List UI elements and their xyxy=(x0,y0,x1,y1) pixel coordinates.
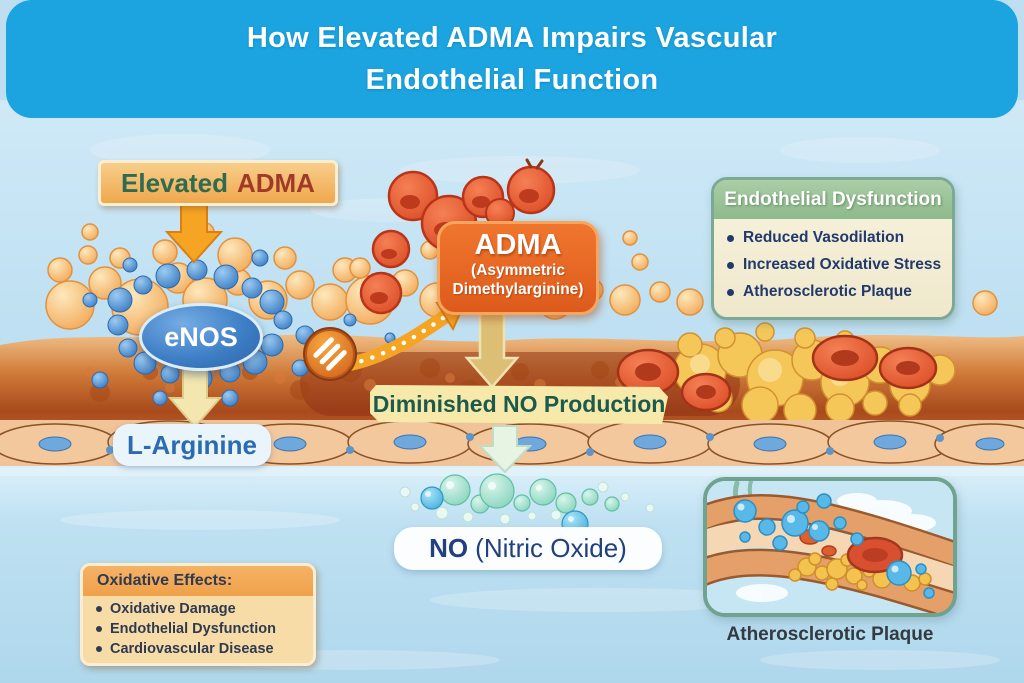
bullet-dot xyxy=(727,288,734,296)
no-label: NO (Nitric Oxide) xyxy=(394,527,662,570)
arrow-elevated-down xyxy=(164,202,224,264)
list-item-label: Cardiovascular Disease xyxy=(110,641,274,657)
elevated-adma-label: Elevated ADMA xyxy=(98,160,338,206)
adma-box-title: ADMA xyxy=(474,229,562,261)
bullet-dot xyxy=(96,606,102,612)
oxidative-effects-panel: Oxidative Effects: Oxidative Damage Endo… xyxy=(80,563,316,666)
no-fullname: (Nitric Oxide) xyxy=(475,533,627,563)
inhibition-icon xyxy=(303,327,357,381)
list-item: Oxidative Damage xyxy=(96,601,307,617)
list-item: Reduced Vasodilation xyxy=(727,229,944,247)
bullet-dot xyxy=(96,646,102,652)
atherosclerotic-plaque-label: Atherosclerotic Plaque xyxy=(726,624,934,645)
no-bubbles xyxy=(399,473,655,538)
list-item-label: Endothelial Dysfunction xyxy=(110,621,276,637)
list-item-label: Atherosclerotic Plaque xyxy=(743,283,912,300)
adma-box: ADMA (Asymmetric Dimethylarginine) xyxy=(437,221,599,315)
list-item: Atherosclerotic Plaque xyxy=(727,283,944,301)
atherosclerotic-plaque-figure xyxy=(703,477,957,617)
oxidative-effects-list: Oxidative Damage Endothelial Dysfunction… xyxy=(83,596,313,657)
bullet-dot xyxy=(727,234,734,242)
list-item-label: Oxidative Damage xyxy=(110,601,236,617)
no-abbrev: NO xyxy=(429,533,469,563)
plaque-mini-illustration xyxy=(707,481,953,613)
endothelial-dysfunction-title: Endothelial Dysfunction xyxy=(714,180,952,219)
diminished-no-banner: Diminished NO Production xyxy=(370,385,668,424)
adma-box-subtitle-1: (Asymmetric xyxy=(471,262,565,279)
title-line-1: How Elevated ADMA Impairs Vascular xyxy=(246,22,778,54)
adma-box-subtitle-2: Dimethylarginine) xyxy=(452,281,584,298)
enos-label: eNOS xyxy=(139,303,263,371)
title-banner: How Elevated ADMA Impairs Vascular Endot… xyxy=(6,0,1018,118)
enos-bubbles xyxy=(82,249,396,407)
oxidative-effects-title: Oxidative Effects: xyxy=(83,566,313,596)
list-item: Endothelial Dysfunction xyxy=(96,621,307,637)
list-item-label: Increased Oxidative Stress xyxy=(743,256,942,273)
bullet-dot xyxy=(96,626,102,632)
title-line-2: Endothelial Function xyxy=(365,64,659,96)
endothelial-dysfunction-panel: Endothelial Dysfunction Reduced Vasodila… xyxy=(711,177,955,320)
bullet-dot xyxy=(727,261,734,269)
endothelial-dysfunction-list: Reduced Vasodilation Increased Oxidative… xyxy=(714,219,952,301)
list-item: Cardiovascular Disease xyxy=(96,641,307,657)
l-arginine-label: L-Arginine xyxy=(113,424,271,466)
list-item: Increased Oxidative Stress xyxy=(727,256,944,274)
elevated-word: Elevated xyxy=(121,167,228,198)
arrow-no-down xyxy=(477,425,533,474)
list-item-label: Reduced Vasodilation xyxy=(743,229,905,246)
arrow-adma-down xyxy=(464,312,520,389)
arrow-enos-down xyxy=(167,367,223,429)
adma-word: ADMA xyxy=(236,167,315,198)
red-blood-cells xyxy=(616,334,938,412)
